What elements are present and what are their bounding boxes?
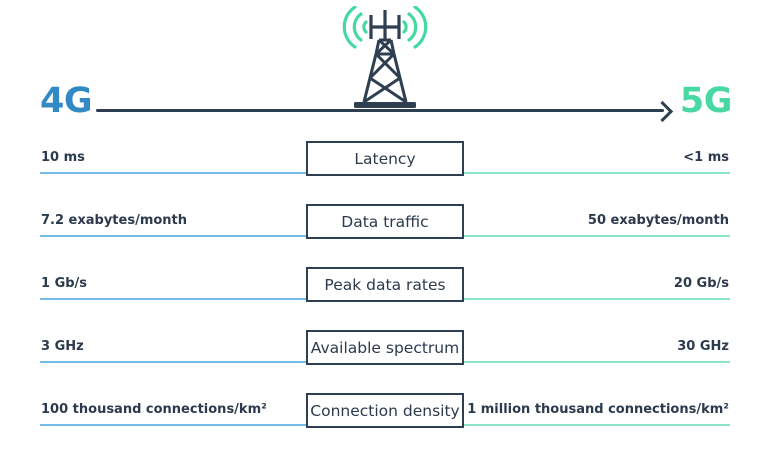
metric-box: Latency bbox=[306, 141, 464, 176]
line-5g bbox=[385, 172, 730, 174]
line-5g bbox=[385, 361, 730, 363]
metric-label: Latency bbox=[354, 149, 416, 168]
cell-tower-icon bbox=[342, 6, 428, 108]
comparison-row: 3 GHz 30 GHz Available spectrum bbox=[0, 324, 770, 387]
line-4g bbox=[40, 298, 385, 300]
comparison-row: 10 ms <1 ms Latency bbox=[0, 135, 770, 198]
metric-box: Available spectrum bbox=[306, 330, 464, 365]
line-5g bbox=[385, 298, 730, 300]
comparison-row: 1 Gb/s 20 Gb/s Peak data rates bbox=[0, 261, 770, 324]
generation-5g-label: 5G bbox=[679, 81, 733, 121]
value-5g: 50 exabytes/month bbox=[587, 213, 729, 228]
comparison-row: 100 thousand connections/km² 1 million t… bbox=[0, 387, 770, 450]
value-4g: 100 thousand connections/km² bbox=[41, 402, 267, 417]
line-4g bbox=[40, 361, 385, 363]
comparison-row: 7.2 exabytes/month 50 exabytes/month Dat… bbox=[0, 198, 770, 261]
line-5g bbox=[385, 424, 730, 426]
line-4g bbox=[40, 424, 385, 426]
header: 4G 5G bbox=[0, 0, 770, 135]
metric-box: Peak data rates bbox=[306, 267, 464, 302]
value-5g: <1 ms bbox=[683, 150, 729, 165]
arrowhead-icon bbox=[651, 100, 674, 123]
value-4g: 10 ms bbox=[41, 150, 85, 165]
line-4g bbox=[40, 172, 385, 174]
metric-label: Connection density bbox=[310, 401, 460, 420]
comparison-rows: 10 ms <1 ms Latency 7.2 exabytes/month 5… bbox=[0, 135, 770, 450]
value-5g: 30 GHz bbox=[677, 339, 729, 354]
metric-box: Connection density bbox=[306, 393, 464, 428]
timeline-arrow bbox=[96, 109, 664, 112]
value-4g: 7.2 exabytes/month bbox=[41, 213, 188, 228]
value-4g: 1 Gb/s bbox=[41, 276, 88, 291]
value-5g: 20 Gb/s bbox=[673, 276, 729, 291]
generation-4g-label: 4G bbox=[40, 81, 93, 121]
value-4g: 3 GHz bbox=[41, 339, 84, 354]
metric-label: Available spectrum bbox=[310, 338, 460, 357]
line-5g bbox=[385, 235, 730, 237]
metric-label: Data traffic bbox=[341, 212, 429, 231]
metric-box: Data traffic bbox=[306, 204, 464, 239]
metric-label: Peak data rates bbox=[324, 275, 446, 294]
line-4g bbox=[40, 235, 385, 237]
value-5g: 1 million thousand connections/km² bbox=[467, 402, 729, 417]
